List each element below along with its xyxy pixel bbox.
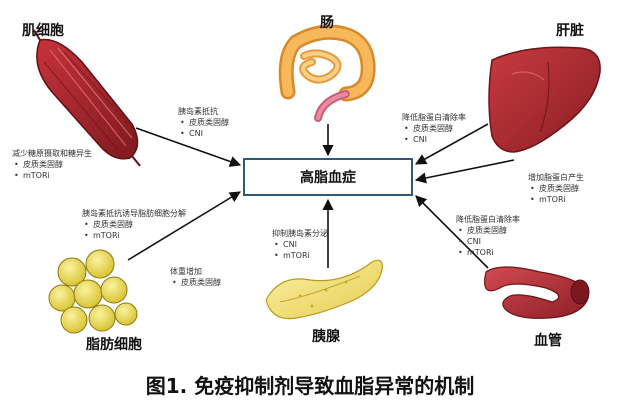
note-muscle-arrow: 胰岛素抵抗 皮质类固醇 CNI <box>178 106 229 139</box>
note-item: 皮质类固醇 <box>12 159 92 170</box>
note-item: mTORi <box>82 230 186 241</box>
note-item: 皮质类固醇 <box>178 117 229 128</box>
label-pancreas: 胰腺 <box>312 329 340 345</box>
label-intestine: 肠 <box>320 15 334 31</box>
note-heading: 增加脂蛋白产生 <box>528 173 584 182</box>
note-vessel: 降低脂蛋白清除率 皮质类固醇 CNI mTORi <box>456 214 520 258</box>
hyperlipidemia-box: 高脂血症 <box>243 158 413 196</box>
note-heading: 降低脂蛋白清除率 <box>456 215 520 224</box>
note-item: 皮质类固醇 <box>402 123 466 134</box>
note-heading: 体重增加 <box>170 267 202 276</box>
note-heading: 胰岛素抵抗诱导脂肪细胞分解 <box>82 209 186 218</box>
hyperlipidemia-label: 高脂血症 <box>300 170 356 186</box>
note-item: 皮质类固醇 <box>528 183 584 194</box>
liver-image <box>488 46 601 153</box>
label-muscle-cell: 肌细胞 <box>22 23 64 39</box>
note-item: 皮质类固醇 <box>170 277 221 288</box>
note-item: CNI <box>402 134 466 145</box>
arrow-liver-back <box>414 159 515 184</box>
note-adipocyte-upper: 胰岛素抵抗诱导脂肪细胞分解 皮质类固醇 mTORi <box>82 208 186 241</box>
note-item: mTORi <box>272 250 328 261</box>
blood-vessel-image <box>484 266 590 319</box>
note-item: mTORi <box>456 247 520 258</box>
intestine-image <box>278 24 376 122</box>
note-pancreas: 抑制胰岛素分泌 CNI mTORi <box>272 228 328 261</box>
note-adipocyte-lower: 体重增加 皮质类固醇 <box>170 266 221 288</box>
note-muscle-left: 减少糖原摄取和糖异生 皮质类固醇 mTORi <box>12 148 92 181</box>
note-heading: 胰岛素抵抗 <box>178 107 218 116</box>
note-item: CNI <box>456 236 520 247</box>
note-item: 皮质类固醇 <box>456 225 520 236</box>
note-heading: 减少糖原摄取和糖异生 <box>12 149 92 158</box>
figure-caption: 图1. 免疫抑制剂导致血脂异常的机制 <box>145 374 475 398</box>
note-item: CNI <box>272 239 328 250</box>
note-liver-lower: 增加脂蛋白产生 皮质类固醇 mTORi <box>528 172 584 205</box>
adipocyte-image <box>48 249 138 334</box>
note-item: mTORi <box>12 170 92 181</box>
note-liver-upper: 降低脂蛋白清除率 皮质类固醇 CNI <box>402 112 466 145</box>
pancreas-image <box>265 259 383 320</box>
label-adipocyte: 脂肪细胞 <box>86 337 142 353</box>
note-item: mTORi <box>528 194 584 205</box>
label-liver: 肝脏 <box>556 23 584 39</box>
note-item: 皮质类固醇 <box>82 219 186 230</box>
note-heading: 抑制胰岛素分泌 <box>272 229 328 238</box>
arrow-muscle <box>135 127 242 167</box>
label-vessel: 血管 <box>534 333 562 349</box>
note-item: CNI <box>178 128 229 139</box>
note-heading: 降低脂蛋白清除率 <box>402 113 466 122</box>
muscle-cell-image <box>33 29 141 167</box>
